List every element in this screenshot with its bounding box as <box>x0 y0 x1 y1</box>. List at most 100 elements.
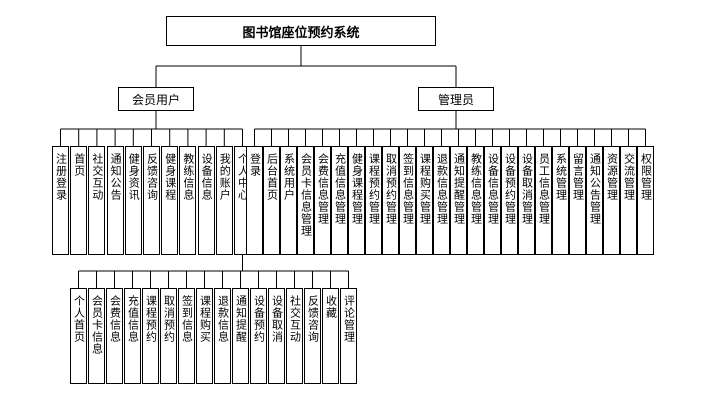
member-item: 教练信息 <box>179 146 197 255</box>
personal-center-item: 个人首页 <box>70 288 87 384</box>
personal-center-item: 评论管理 <box>340 288 357 384</box>
personal-center-item-label: 评论管理 <box>342 295 356 343</box>
personal-center-item-label: 会员卡信息 <box>90 295 104 355</box>
admin-item-label: 系统管理 <box>554 153 568 201</box>
admin-item: 取消预约管理 <box>382 146 399 255</box>
personal-center-item-label: 课程预约 <box>144 295 158 343</box>
personal-center-item-label: 退款信息 <box>216 295 230 343</box>
admin-item: 后台首页 <box>263 146 280 255</box>
personal-center-item: 设备取消 <box>268 288 285 384</box>
personal-center-item-label: 会费信息 <box>108 295 122 343</box>
personal-center-item: 设备预约 <box>250 288 267 384</box>
admin-item: 充值信息管理 <box>331 146 348 255</box>
admin-item: 权限管理 <box>637 146 654 255</box>
admin-item: 通知公告管理 <box>586 146 603 255</box>
member-item-label: 教练信息 <box>181 153 195 201</box>
personal-center-item-label: 签到信息 <box>180 295 194 343</box>
admin-item: 资源管理 <box>603 146 620 255</box>
admin-item-label: 充值信息管理 <box>333 153 347 225</box>
member-item-label: 通知公告 <box>109 153 123 201</box>
personal-center-item-label: 设备取消 <box>270 295 284 343</box>
admin-item: 签到信息管理 <box>399 146 416 255</box>
admin-item: 交流管理 <box>620 146 637 255</box>
member-item: 通知公告 <box>106 146 124 255</box>
personal-center-item: 收藏 <box>322 288 339 384</box>
admin-item: 登录 <box>246 146 263 255</box>
admin-item: 员工信息管理 <box>535 146 552 255</box>
member-item-label: 社交互动 <box>90 153 104 201</box>
personal-center-item-label: 设备预约 <box>252 295 266 343</box>
admin-item-label: 课程购买管理 <box>418 153 432 225</box>
root-node: 图书馆座位预约系统 <box>166 16 436 46</box>
personal-center-item-label: 反馈咨询 <box>306 295 320 343</box>
admin-item-label: 留言管理 <box>571 153 585 201</box>
member-item: 健身课程 <box>161 146 179 255</box>
personal-center-item: 充值信息 <box>124 288 141 384</box>
personal-center-item: 社交互动 <box>286 288 303 384</box>
member-item: 注册登录 <box>52 146 69 255</box>
member-item-label: 健身课程 <box>163 153 177 201</box>
member-item: 首页 <box>70 146 88 255</box>
admin-item: 会员卡信息管理 <box>297 146 314 255</box>
admin-item-label: 设备信息管理 <box>486 153 500 225</box>
member-item: 设备信息 <box>197 146 215 255</box>
member-item-label: 注册登录 <box>54 153 68 201</box>
branch-admin-node: 管理员 <box>418 87 494 111</box>
admin-item-label: 交流管理 <box>622 153 636 201</box>
admin-item-label: 权限管理 <box>639 153 653 201</box>
personal-center-item: 课程预约 <box>142 288 159 384</box>
admin-item-label: 通知公告管理 <box>588 153 602 225</box>
admin-item: 课程预约管理 <box>365 146 382 255</box>
branch-member-node: 会员用户 <box>118 87 194 111</box>
member-item: 社交互动 <box>88 146 106 255</box>
admin-item: 通知提醒管理 <box>450 146 467 255</box>
admin-item-label: 退款信息管理 <box>435 153 449 225</box>
admin-item: 退款信息管理 <box>433 146 450 255</box>
admin-item-label: 后台首页 <box>265 153 279 201</box>
admin-item-label: 取消预约管理 <box>384 153 398 225</box>
member-item-label: 我的账户 <box>218 153 232 201</box>
admin-item-label: 教练信息管理 <box>469 153 483 225</box>
personal-center-item: 反馈咨询 <box>304 288 321 384</box>
personal-center-item-label: 社交互动 <box>288 295 302 343</box>
admin-item: 设备取消管理 <box>518 146 535 255</box>
personal-center-item-label: 收藏 <box>324 295 338 319</box>
admin-item-label: 资源管理 <box>605 153 619 201</box>
admin-item: 系统管理 <box>552 146 569 255</box>
personal-center-item-label: 取消预约 <box>162 295 176 343</box>
personal-center-item-label: 通知提醒 <box>234 295 248 343</box>
personal-center-item-label: 课程购买 <box>198 295 212 343</box>
personal-center-item: 会员卡信息 <box>88 288 105 384</box>
admin-item-label: 设备预约管理 <box>503 153 517 225</box>
admin-item-label: 系统用户 <box>282 153 296 201</box>
admin-item-label: 员工信息管理 <box>537 153 551 225</box>
member-item: 反馈咨询 <box>143 146 160 255</box>
personal-center-item: 退款信息 <box>214 288 231 384</box>
member-item: 我的账户 <box>215 146 233 255</box>
admin-item: 设备预约管理 <box>501 146 518 255</box>
personal-center-item-label: 充值信息 <box>126 295 140 343</box>
admin-item: 系统用户 <box>280 146 297 255</box>
admin-item-label: 签到信息管理 <box>401 153 415 225</box>
admin-item-label: 登录 <box>248 153 262 177</box>
member-item-label: 首页 <box>72 153 86 177</box>
member-item-label: 设备信息 <box>200 153 214 201</box>
personal-center-item: 通知提醒 <box>232 288 249 384</box>
admin-item: 课程购买管理 <box>416 146 433 255</box>
admin-item: 留言管理 <box>569 146 586 255</box>
personal-center-item: 会费信息 <box>106 288 123 384</box>
admin-item-label: 通知提醒管理 <box>452 153 466 225</box>
personal-center-item: 取消预约 <box>160 288 177 384</box>
admin-item-label: 设备取消管理 <box>520 153 534 225</box>
personal-center-item: 课程购买 <box>196 288 213 384</box>
admin-item: 设备信息管理 <box>484 146 501 255</box>
admin-item-label: 健身课程管理 <box>350 153 364 225</box>
admin-item: 健身课程管理 <box>348 146 365 255</box>
admin-item-label: 会费信息管理 <box>316 153 330 225</box>
personal-center-item-label: 个人首页 <box>72 295 86 343</box>
member-item-label: 反馈咨询 <box>145 153 159 201</box>
admin-item-label: 课程预约管理 <box>367 153 381 225</box>
personal-center-item: 签到信息 <box>178 288 195 384</box>
